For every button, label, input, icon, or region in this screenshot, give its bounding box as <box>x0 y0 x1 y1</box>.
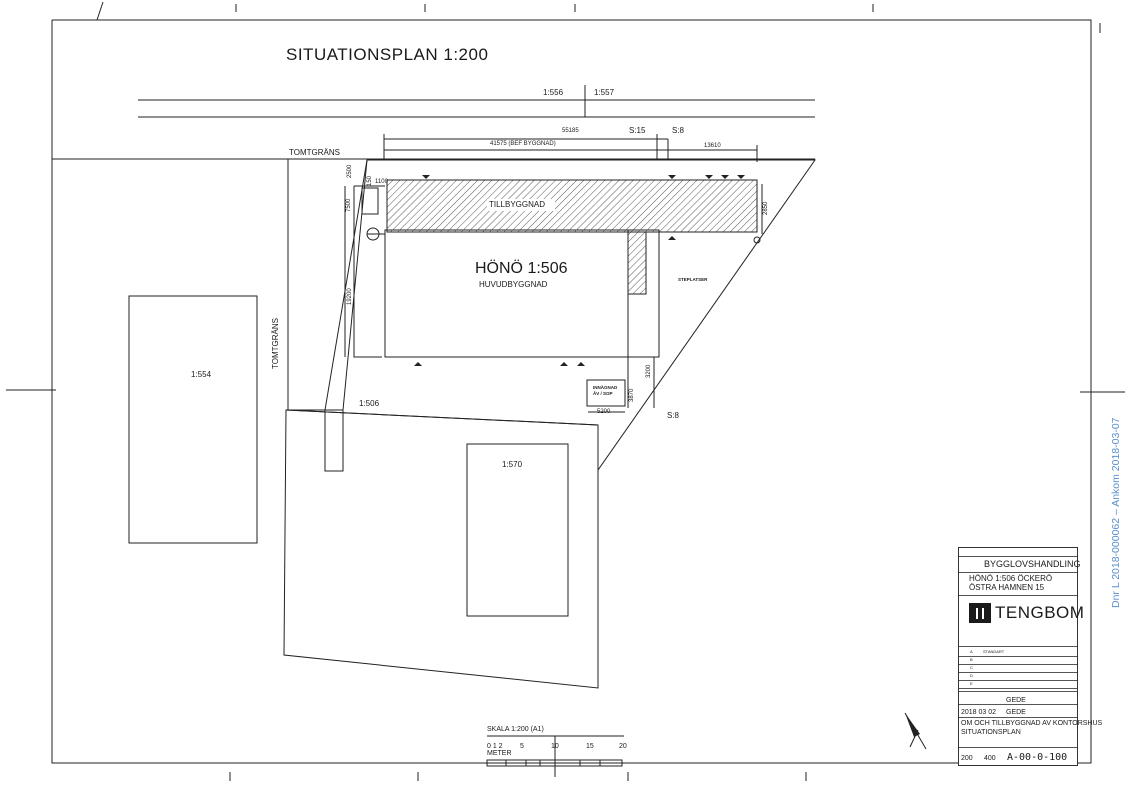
tengbom-logo-icon <box>969 603 991 623</box>
plot-label-1506: 1:506 <box>359 399 380 408</box>
plot-label-1570: 1:570 <box>502 460 523 469</box>
main-building <box>384 229 629 358</box>
dimension-2850: 2850 <box>763 201 769 215</box>
scale-tick-10: 10 <box>551 743 559 750</box>
revision-c-label: C <box>970 665 973 670</box>
drawn-by: GEDE <box>1006 697 1026 704</box>
dimension-7500: 7500 <box>346 198 352 212</box>
dimension-19200: 19200 <box>347 288 353 305</box>
revision-a-text: STANDART <box>983 649 1005 654</box>
plot-1570 <box>466 443 569 617</box>
shed <box>586 379 626 407</box>
dimension-5200: 5200 <box>597 409 611 415</box>
dimension-55185: 55185 <box>562 128 579 134</box>
s8-label-mid: S:8 <box>667 411 680 420</box>
drawing-number: A-00-0-100 <box>1007 752 1068 763</box>
building-name: HÖNÖ 1:506 <box>475 260 568 277</box>
tomtgrans-label-top: TOMTGRÄNS <box>289 148 340 157</box>
drawing-title: SITUATIONSPLAN 1:200 <box>286 45 489 64</box>
tengbom-logo-bars <box>976 608 984 619</box>
sheet-border <box>51 19 1092 764</box>
dimension-2500: 2500 <box>347 164 353 178</box>
dimension-3870: 3870 <box>629 388 635 402</box>
title-block-header: BYGGLOVSHANDLING <box>984 559 1081 569</box>
dimension-1100: 1100 <box>375 179 388 185</box>
drawing-date: 2018 03 02 <box>961 709 997 716</box>
plot-1554 <box>128 295 258 544</box>
project-line-1: HÖNÖ 1:506 ÖCKERÖ <box>969 574 1053 583</box>
revision-a-label: A <box>970 649 973 654</box>
revision-d-label: D <box>970 673 973 678</box>
scale-tick-5: 5 <box>520 743 524 750</box>
scale-tick-15: 15 <box>586 743 594 750</box>
scale-a1: 200 <box>961 755 973 762</box>
dimension-150: 150 <box>367 175 373 186</box>
parking-label: STEPLATSER <box>678 277 708 282</box>
plot-label-1554: 1:554 <box>191 370 212 379</box>
dimension-3200: 3200 <box>646 364 652 378</box>
plot-label-1556: 1:556 <box>543 88 564 97</box>
scale-unit: METER <box>487 750 512 757</box>
plot-label-1557: 1:557 <box>594 88 615 97</box>
scale-tick-20: 20 <box>619 743 627 750</box>
shed-label: INNÄGNAD ÅV / SOP <box>593 385 618 396</box>
revision-b-label: B <box>970 657 973 662</box>
scale-label: SKALA 1:200 (A1) <box>487 726 544 733</box>
tomtgrans-label-side: TOMTGRÄNS <box>271 318 280 369</box>
main-building-label: HUVUDBYGGNAD <box>479 280 548 289</box>
dimension-41575: 41575 (BEF BYGGNAD) <box>490 141 556 147</box>
s8-label-top: S:8 <box>672 126 685 135</box>
checked-by: GEDE <box>1006 709 1026 716</box>
site-boundary <box>285 159 816 472</box>
description-line-2: SITUATIONSPLAN <box>961 729 1021 736</box>
company-name: TENGBOM <box>995 603 1085 622</box>
s15-label: S:15 <box>629 126 646 135</box>
dimension-13610: 13610 <box>704 143 721 149</box>
scale-tick-0: 0 1 2 <box>487 743 503 750</box>
scale-a3: 400 <box>984 755 996 762</box>
title-block: BYGGLOVSHANDLING HÖNÖ 1:506 ÖCKERÖ ÖSTRA… <box>958 547 1102 766</box>
extension-label: TILLBYGGNAD <box>489 200 546 209</box>
extension-building <box>386 179 758 233</box>
plot-1506-lower <box>283 409 599 689</box>
project-line-2: ÖSTRA HAMNEN 15 <box>969 583 1045 592</box>
description-line-1: OM OCH TILLBYGGNAD AV KONTORSHUS <box>961 720 1103 727</box>
revision-e-label: E <box>970 681 973 686</box>
registration-stamp: Dnr L 2018-000062 – Ankom 2018-03-07 <box>1110 417 1122 609</box>
